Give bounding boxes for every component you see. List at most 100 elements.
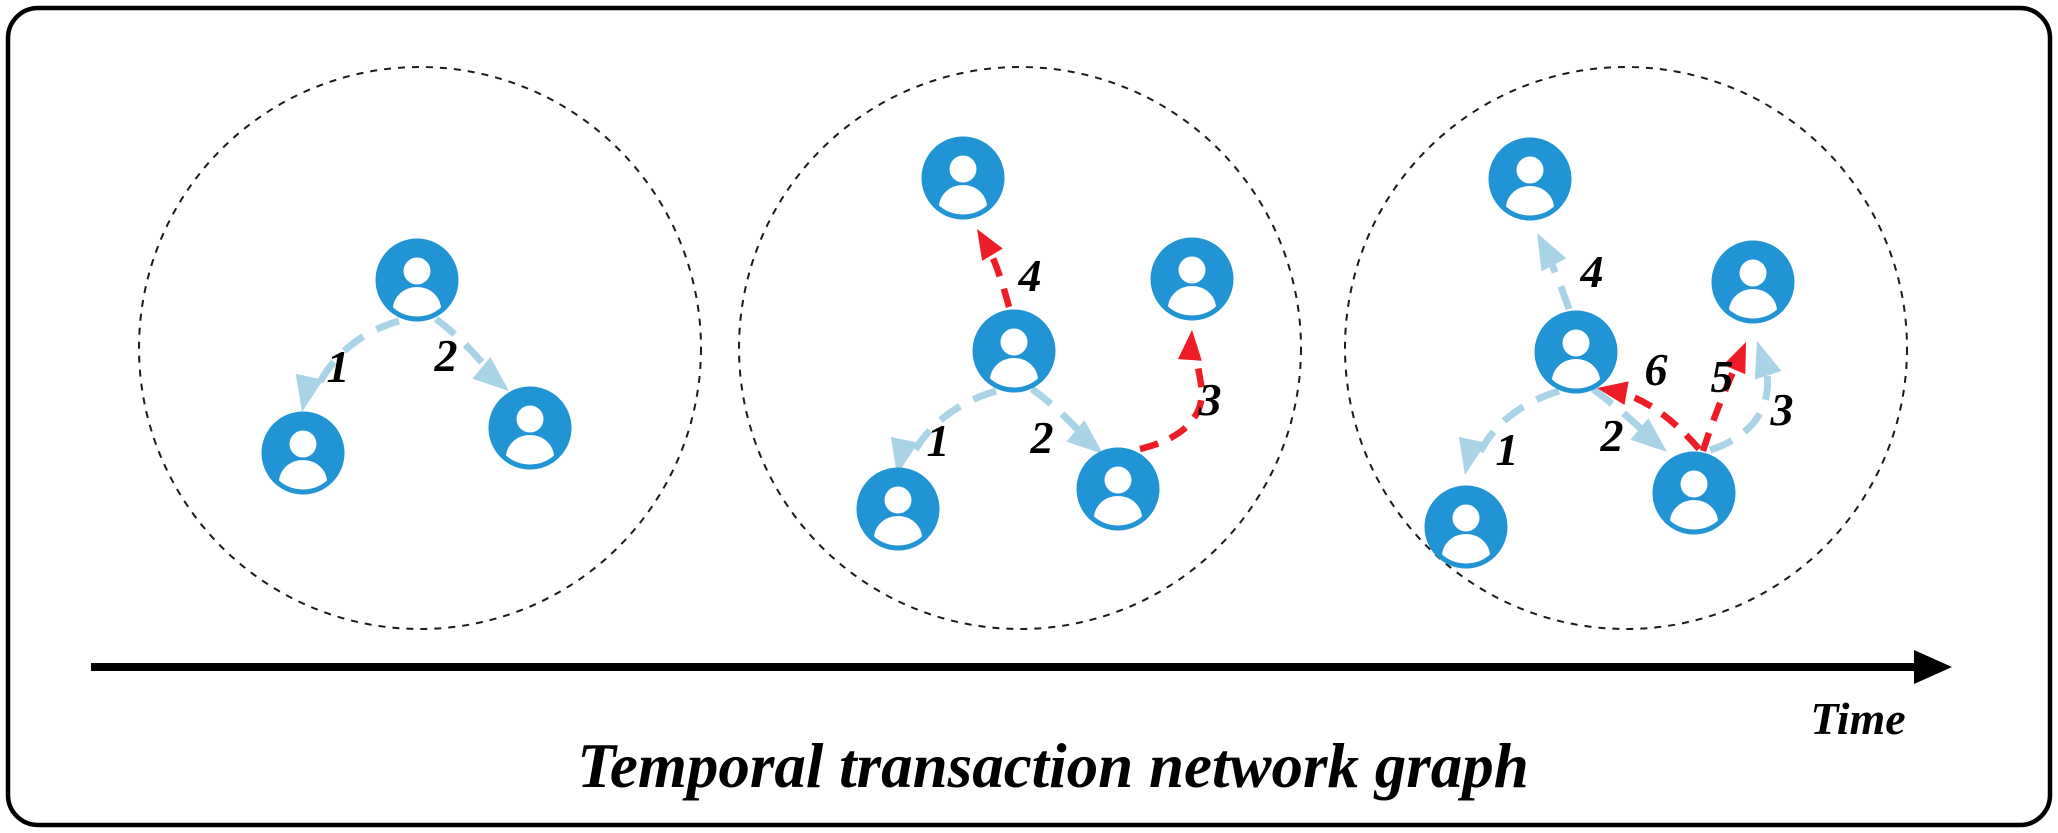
user-node — [856, 467, 940, 551]
edge-path — [983, 242, 1013, 308]
user-node-rim — [921, 136, 1005, 220]
user-shoulders-icon — [279, 460, 327, 491]
edge-arrowhead-icon — [1754, 341, 1782, 380]
user-node-rim — [972, 309, 1056, 393]
edge-order-label: 3 — [1198, 374, 1222, 425]
transaction-edge: 2 — [1029, 386, 1103, 463]
user-shoulders-icon — [393, 287, 441, 318]
user-node — [1424, 485, 1508, 569]
edge-path — [310, 317, 400, 396]
user-shoulders-icon — [1094, 496, 1142, 527]
user-node — [375, 238, 459, 322]
time-axis: Time — [91, 650, 1952, 744]
transaction-edge: 3 — [1139, 330, 1222, 453]
edge-order-label: 1 — [1496, 424, 1519, 475]
user-node — [488, 386, 572, 470]
transaction-edge: 2 — [1590, 386, 1667, 461]
transaction-edge: 1 — [295, 317, 400, 412]
snapshot-boundary-circle — [138, 66, 702, 630]
user-node — [1150, 237, 1234, 321]
edge-arrowhead-icon — [1458, 436, 1487, 475]
time-axis-arrowhead-icon — [1914, 650, 1952, 684]
user-node-rim — [1076, 447, 1160, 531]
user-shoulders-icon — [1168, 286, 1216, 317]
user-node-rim — [488, 386, 572, 470]
user-head-icon — [884, 486, 912, 514]
figure-title: Temporal transaction network graph — [577, 731, 1529, 801]
edge-path — [906, 387, 997, 462]
user-shoulders-icon — [874, 516, 922, 547]
user-shoulders-icon — [939, 185, 987, 216]
edge-arrowhead-icon — [1723, 342, 1746, 375]
user-head-icon — [1178, 256, 1206, 284]
edge-order-label: 4 — [1580, 246, 1604, 297]
edge-path — [1614, 387, 1702, 452]
transaction-edge: 4 — [1537, 233, 1604, 311]
user-shoulders-icon — [1670, 500, 1718, 531]
user-node-rim — [1534, 310, 1618, 394]
user-node — [261, 411, 345, 495]
user-head-icon — [1000, 328, 1028, 356]
transaction-edge: 3 — [1708, 341, 1794, 454]
edge-arrowhead-icon — [1597, 381, 1629, 406]
user-node — [1076, 447, 1160, 531]
user-node-rim — [1652, 451, 1736, 535]
user-head-icon — [1516, 156, 1544, 184]
user-node-rim — [375, 238, 459, 322]
user-shoulders-icon — [1552, 359, 1600, 390]
user-head-icon — [1104, 466, 1132, 494]
snapshot-boundary-circle — [738, 66, 1302, 630]
user-shoulders-icon — [1506, 186, 1554, 217]
edge-arrowhead-icon — [1630, 418, 1667, 452]
user-node-rim — [1150, 237, 1234, 321]
edge-arrowhead-icon — [890, 436, 919, 475]
edge-arrowhead-icon — [295, 373, 324, 412]
edge-path — [1029, 386, 1093, 445]
user-shoulders-icon — [506, 435, 554, 466]
edge-arrowhead-icon — [472, 357, 509, 391]
edge-arrowhead-icon — [1537, 233, 1567, 272]
user-node — [1652, 451, 1736, 535]
transaction-edge: 1 — [890, 387, 997, 475]
user-shoulders-icon — [1729, 289, 1777, 320]
user-node-rim — [261, 411, 345, 495]
edge-order-label: 5 — [1711, 351, 1734, 402]
user-node — [1711, 240, 1795, 324]
edge-path — [1699, 361, 1740, 452]
user-node — [1534, 310, 1618, 394]
edge-path — [1590, 386, 1656, 443]
edge-arrowhead-icon — [1177, 330, 1202, 361]
user-node-rim — [856, 467, 940, 551]
edge-order-label: 1 — [927, 415, 950, 466]
time-axis-label: Time — [1810, 693, 1905, 744]
user-node — [972, 309, 1056, 393]
snapshot-2: 1 2 3 4 — [738, 66, 1302, 630]
edge-order-label: 1 — [327, 341, 350, 392]
edge-path — [1708, 367, 1771, 454]
user-head-icon — [1562, 329, 1590, 357]
edge-arrowhead-icon — [977, 229, 1003, 261]
user-node — [921, 136, 1005, 220]
user-node — [1488, 137, 1572, 221]
user-shoulders-icon — [990, 358, 1038, 389]
edge-order-label: 2 — [1030, 412, 1054, 463]
user-head-icon — [403, 257, 431, 285]
user-head-icon — [949, 155, 977, 183]
edge-order-label: 2 — [1600, 410, 1624, 461]
edge-order-label: 3 — [1770, 384, 1794, 435]
transaction-edge: 4 — [977, 229, 1042, 308]
edge-path — [433, 316, 498, 381]
user-node-rim — [1711, 240, 1795, 324]
user-shoulders-icon — [1442, 534, 1490, 565]
transaction-edge: 5 — [1699, 342, 1746, 452]
user-head-icon — [1680, 470, 1708, 498]
edge-arrowhead-icon — [1066, 420, 1103, 454]
snapshot-boundary-circle — [1344, 66, 1908, 630]
user-node-rim — [1488, 137, 1572, 221]
user-head-icon — [1739, 259, 1767, 287]
figure-border — [5, 5, 2053, 828]
